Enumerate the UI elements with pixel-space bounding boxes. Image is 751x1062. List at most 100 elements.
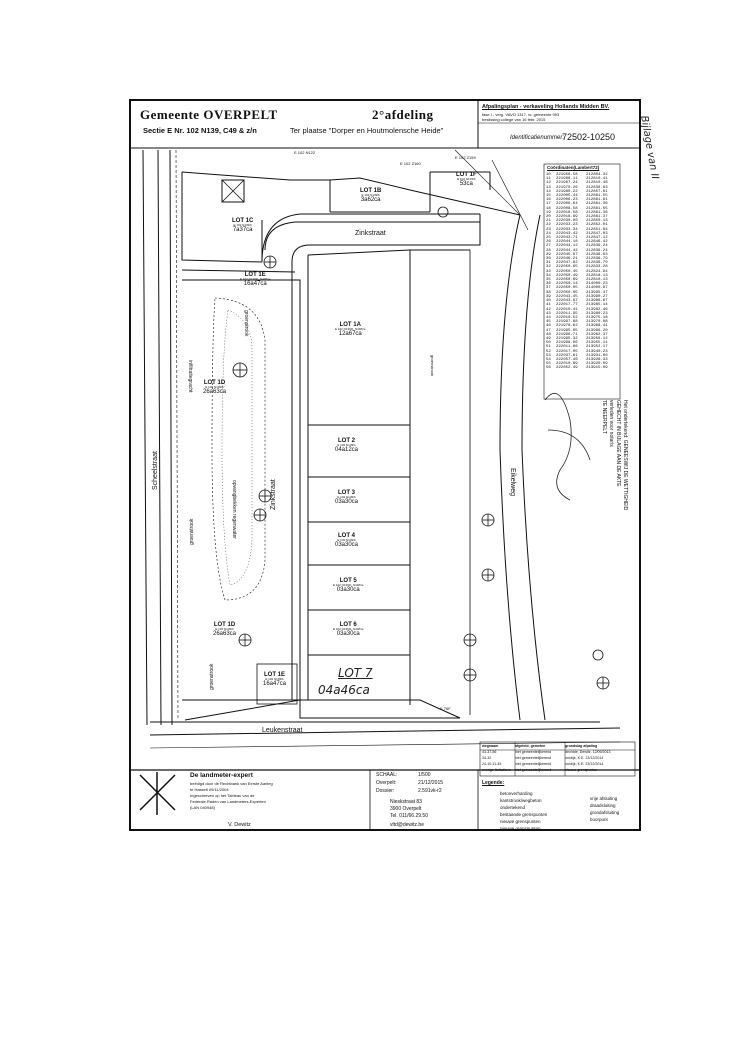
coordinate-cell: 213970.08 [586, 320, 608, 325]
coordinate-cell: 213988.67 [586, 299, 608, 304]
legend-item: vrije afsluiting [590, 796, 618, 801]
coordinate-cell: 222044.18 [556, 240, 578, 245]
phone: Tel. 011/66.29.50 [390, 813, 428, 819]
coordinate-cell: 45 [546, 320, 551, 325]
coordinate-cell: 222017.77 [556, 303, 578, 308]
coordinate-cell: 213980.23 [586, 311, 608, 316]
schaal-label: SCHAAL: [376, 772, 398, 778]
parcel-ref-z159: E 102 Z159 [455, 155, 476, 160]
coordinate-cell: 222050.69 [556, 278, 578, 283]
coordinate-cell: 213915.09 [586, 366, 608, 371]
coordinate-cell: 222044.42 [556, 248, 578, 253]
coordinate-cell: 221997.68 [556, 320, 578, 325]
address-line1: Nieskstraat 83 [390, 799, 422, 805]
coordinate-cell: 222050.05 [556, 290, 578, 295]
legend-item: boorpunt [590, 817, 608, 822]
coordinate-cell: 222033.34 [556, 227, 578, 232]
ident-value: 72502-10250 [562, 132, 616, 142]
coordinate-cell: 213990.27 [586, 294, 608, 299]
coordinate-cell: 212857.01 [586, 189, 608, 194]
revision-cell: oordijk, K.E. 23/12/2014 [565, 762, 604, 766]
plan-title: Afpalingsplan - verkaveling Hollands Mid… [482, 104, 610, 110]
legend-item: ondertekend [500, 805, 526, 810]
coordinate-cell: 212851.84 [586, 227, 608, 232]
coordinate-cell: 222057.46 [556, 357, 578, 362]
coordinate-cell: 13 [546, 185, 551, 190]
parcel-ref-z160: E 102 Z160 [400, 161, 421, 166]
coordinate-cell: 32 [546, 265, 551, 270]
legend-item: bestaande grenspunten [500, 812, 548, 817]
coordinate-cell: 21 [546, 219, 551, 224]
coordinate-cell: 31 [546, 261, 551, 266]
coordinate-cell: 54 [546, 357, 551, 362]
street-leukenstraat: Leukenstraat [262, 727, 303, 734]
coordinate-cell: 30 [546, 257, 551, 262]
coordinate-cell: 213926.33 [586, 357, 608, 362]
coordinate-cell: 222006.64 [556, 202, 578, 207]
coordinate-cell: 212824.94 [586, 269, 608, 274]
coordinate-cell: 222011.95 [556, 311, 578, 316]
coordinate-cell: 221970.26 [556, 185, 578, 190]
coordinate-cell: 29 [546, 252, 551, 257]
lot-7-area: 04a46ca [318, 683, 370, 697]
coordinate-cell: 26 [546, 240, 551, 245]
coordinate-cell: 213966.20 [586, 328, 608, 333]
notary-stamp: Het ondertekend: GENEESWIJ DE WETTIGHEID… [601, 400, 628, 511]
firm-line3: Ingeschreven op het Tableau van de [190, 793, 255, 798]
coordinate-cell: 221998.06 [556, 341, 578, 346]
coordinate-cell: 23 [546, 227, 551, 232]
coordinate-cell: 35 [546, 278, 551, 283]
coordinate-cell: 51 [546, 345, 551, 350]
revision-cell: afgeleid, gemeten [515, 744, 546, 748]
coordinate-cell: 212839.24 [586, 244, 608, 249]
coordinate-cell: 212847.12 [586, 236, 608, 241]
coordinate-cell: 214000.23 [586, 282, 608, 287]
label-groenstrook-3: groenstrook [209, 663, 215, 690]
coordinate-cell: 212861.37 [586, 215, 608, 220]
coordinate-cell: 222050.14 [556, 282, 578, 287]
section-subtitle: Sectie E Nr. 102 N139, C49 & z/n [143, 126, 257, 135]
label-groenstrook-4: groenstrook [430, 355, 435, 377]
coordinate-cell: 214000.87 [586, 286, 608, 291]
plan-info-line2: beslissing college van 16 febr. 2015 [482, 117, 546, 122]
coordinate-cell: 221978.62 [556, 324, 578, 329]
coordinate-cell: 222008.58 [556, 206, 578, 211]
coordinate-cell: 27 [546, 244, 551, 249]
coordinate-cell: 213955.11 [586, 341, 608, 346]
surveyor-logo [139, 772, 176, 815]
coordinate-cell: 39 [546, 294, 551, 299]
municipality-title: Gemeente OVERPELT [140, 107, 278, 122]
coordinate-cell: 40 [546, 299, 551, 304]
coordinate-cell: 213982.46 [586, 307, 608, 312]
coordinate-cell: 213920.09 [586, 362, 608, 367]
revision-cell: niet gemeentelijkerend [515, 768, 552, 772]
coordinate-cell: 53 [546, 353, 551, 358]
coordinate-cell: 213958.12 [586, 336, 608, 341]
coordinate-cell: 55 [546, 362, 551, 367]
